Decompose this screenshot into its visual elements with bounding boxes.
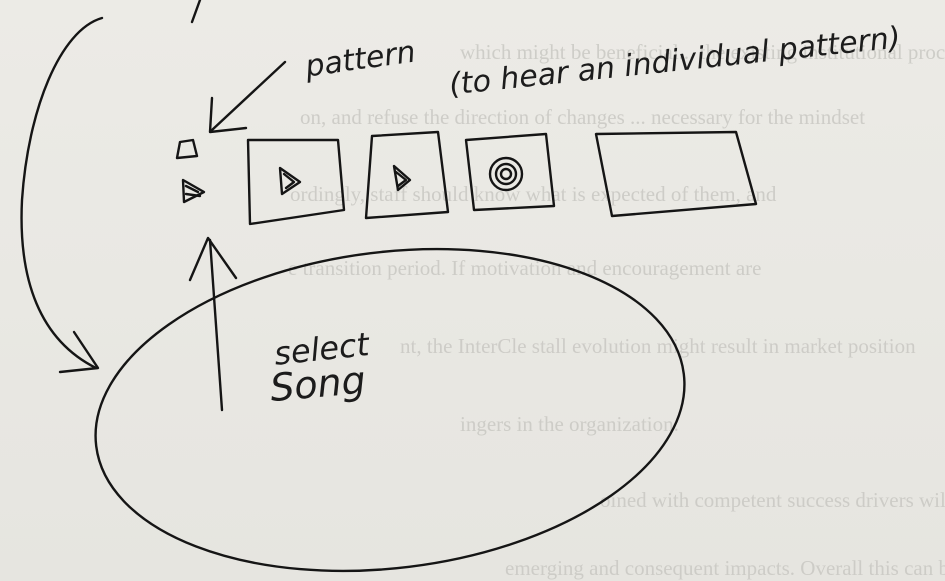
curved-arrow bbox=[20, 16, 104, 370]
tile-1-play-icon bbox=[278, 166, 302, 196]
bleed-text-line: e transition period. If motivation and e… bbox=[288, 256, 762, 280]
tile-2-play-icon bbox=[392, 164, 412, 192]
pattern-tile-1 bbox=[246, 138, 346, 226]
small-play-icon-scribble bbox=[184, 184, 202, 198]
select-song-ellipse bbox=[94, 247, 686, 573]
tile-3-record-icon-core bbox=[499, 167, 513, 181]
bleed-text-line: ordingly, staff should know what is expe… bbox=[290, 182, 777, 206]
bleed-text-line: on, and refuse the direction of changes … bbox=[300, 105, 866, 129]
small-square-icon bbox=[175, 138, 199, 160]
bleed-text-line: emerging and consequent impacts. Overall… bbox=[505, 556, 945, 580]
top-stroke bbox=[190, 0, 202, 24]
tile-1-play-icon-scribble bbox=[282, 172, 296, 190]
bleed-text-line: nt, the InterCle stall evolution might r… bbox=[400, 334, 916, 358]
pattern-tile-4 bbox=[594, 130, 758, 218]
pattern-arrow-head bbox=[208, 96, 248, 134]
select-song-arrow-head bbox=[188, 236, 238, 282]
curved-arrow-head bbox=[58, 330, 100, 374]
tile-3-record-icon bbox=[488, 156, 524, 192]
tile-3-record-icon-inner bbox=[494, 162, 518, 186]
small-play-icon bbox=[181, 178, 206, 204]
pattern-arrow bbox=[210, 60, 287, 132]
bleed-text-line: ingers in the organization. bbox=[460, 412, 679, 436]
tile-2-play-icon-scribble bbox=[394, 170, 408, 188]
pattern-tile-3 bbox=[464, 132, 556, 212]
select-song-arrow bbox=[208, 238, 224, 412]
pattern-tile-2 bbox=[364, 130, 450, 220]
bleed-text-line: which might be beneficial... the existin… bbox=[460, 40, 945, 64]
bleed-text-line: oined with competent success drivers wil… bbox=[600, 488, 945, 512]
song-label: Song bbox=[268, 357, 368, 411]
